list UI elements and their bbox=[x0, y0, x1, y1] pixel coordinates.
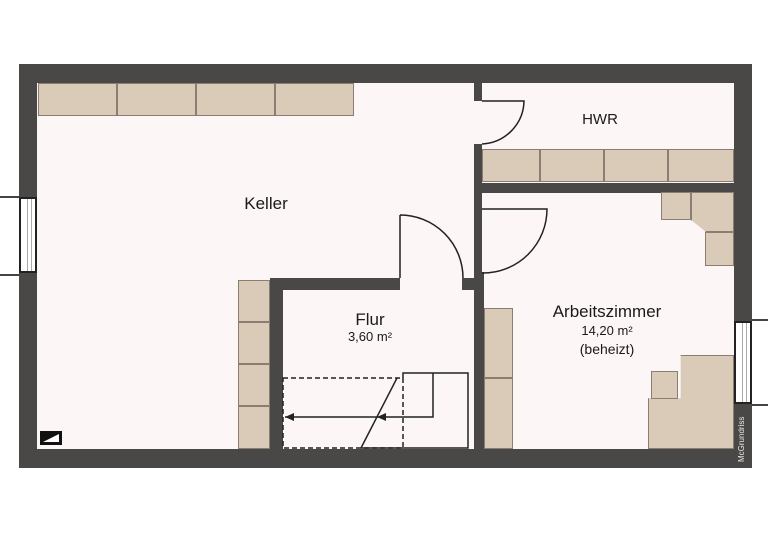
cabinet bbox=[117, 83, 196, 116]
cabinet bbox=[482, 149, 540, 182]
window-right-ext-bottom bbox=[752, 404, 768, 406]
cabinet bbox=[238, 322, 270, 364]
cabinet bbox=[238, 280, 270, 322]
cabinet bbox=[38, 83, 117, 116]
cabinet bbox=[275, 83, 354, 116]
wall-door-jamb bbox=[462, 278, 476, 290]
room-label-keller: Keller bbox=[244, 194, 288, 213]
wall-keller-right-lower bbox=[474, 272, 484, 452]
room-area-flur: 3,60 m² bbox=[347, 329, 393, 344]
cabinet bbox=[661, 192, 691, 220]
flur-top-wall bbox=[270, 278, 400, 290]
wall-hwr-arbeitszimmer bbox=[474, 183, 734, 192]
window-left bbox=[19, 197, 37, 273]
cabinet bbox=[484, 378, 513, 449]
window-left-ext-bottom bbox=[0, 274, 19, 276]
cabinet bbox=[238, 406, 270, 449]
window-right-ext-top bbox=[752, 319, 768, 321]
room-label-hwr: HWR bbox=[582, 111, 618, 128]
wall-keller-right-upper bbox=[474, 83, 482, 101]
door-hwr bbox=[481, 100, 525, 145]
door-flur bbox=[399, 214, 464, 279]
room-label-flur: Flur bbox=[355, 310, 385, 329]
window-right bbox=[734, 321, 752, 404]
wall-keller-right-mid bbox=[474, 144, 482, 208]
room-note-arbeitszimmer: (beheizt) bbox=[579, 341, 635, 357]
flur-left-wall bbox=[270, 278, 283, 453]
cabinet bbox=[540, 149, 604, 182]
chair bbox=[651, 371, 678, 399]
corner-marker-icon bbox=[40, 431, 62, 445]
cabinet bbox=[238, 364, 270, 406]
room-area-arbeitszimmer: 14,20 m² bbox=[581, 323, 633, 338]
cabinet bbox=[196, 83, 275, 116]
cabinet bbox=[705, 232, 734, 266]
watermark: McGrundriss bbox=[737, 416, 746, 462]
cabinet bbox=[604, 149, 668, 182]
flur-floor bbox=[283, 290, 474, 449]
window-left-ext-top bbox=[0, 196, 19, 198]
cabinet bbox=[691, 192, 734, 232]
door-gap-hwr bbox=[474, 100, 484, 152]
door-arbeitszimmer bbox=[481, 208, 548, 274]
cabinet bbox=[484, 308, 513, 378]
cabinet bbox=[668, 149, 734, 182]
room-label-arbeitszimmer: Arbeitszimmer bbox=[552, 302, 662, 321]
